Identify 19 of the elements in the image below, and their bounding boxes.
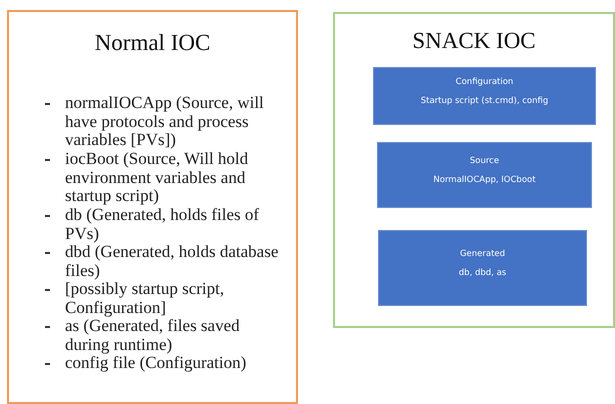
box-text: Startup script (st.cmd), config [420,96,550,106]
panel-title: Normal IOC [94,30,212,56]
component-box [373,67,596,125]
panel [7,10,298,404]
list-item: as (Generated, files saved during runtime) [65,317,241,354]
box-heading: Source [468,156,500,166]
box-heading: Configuration [454,77,514,87]
box-heading: Generated [458,249,506,259]
list-item: config file (Configuration) [65,354,248,372]
list-item: db (Generated, holds files of PVs) [65,206,260,243]
box-text: db, dbd, as [458,268,508,278]
box-text: NormalIOCApp, IOCboot [432,175,537,185]
list-item: dbd (Generated, holds database files) [65,243,280,280]
component-box [378,230,587,306]
list-item: iocBoot (Source, Will hold environment variables and startup script) [65,150,250,206]
panel [333,12,615,328]
list-item: normalIOCApp (Source, will have protocols and process variables [PVs]) [65,94,265,150]
component-box [377,142,592,208]
panel-title: SNACK IOC [411,28,537,54]
